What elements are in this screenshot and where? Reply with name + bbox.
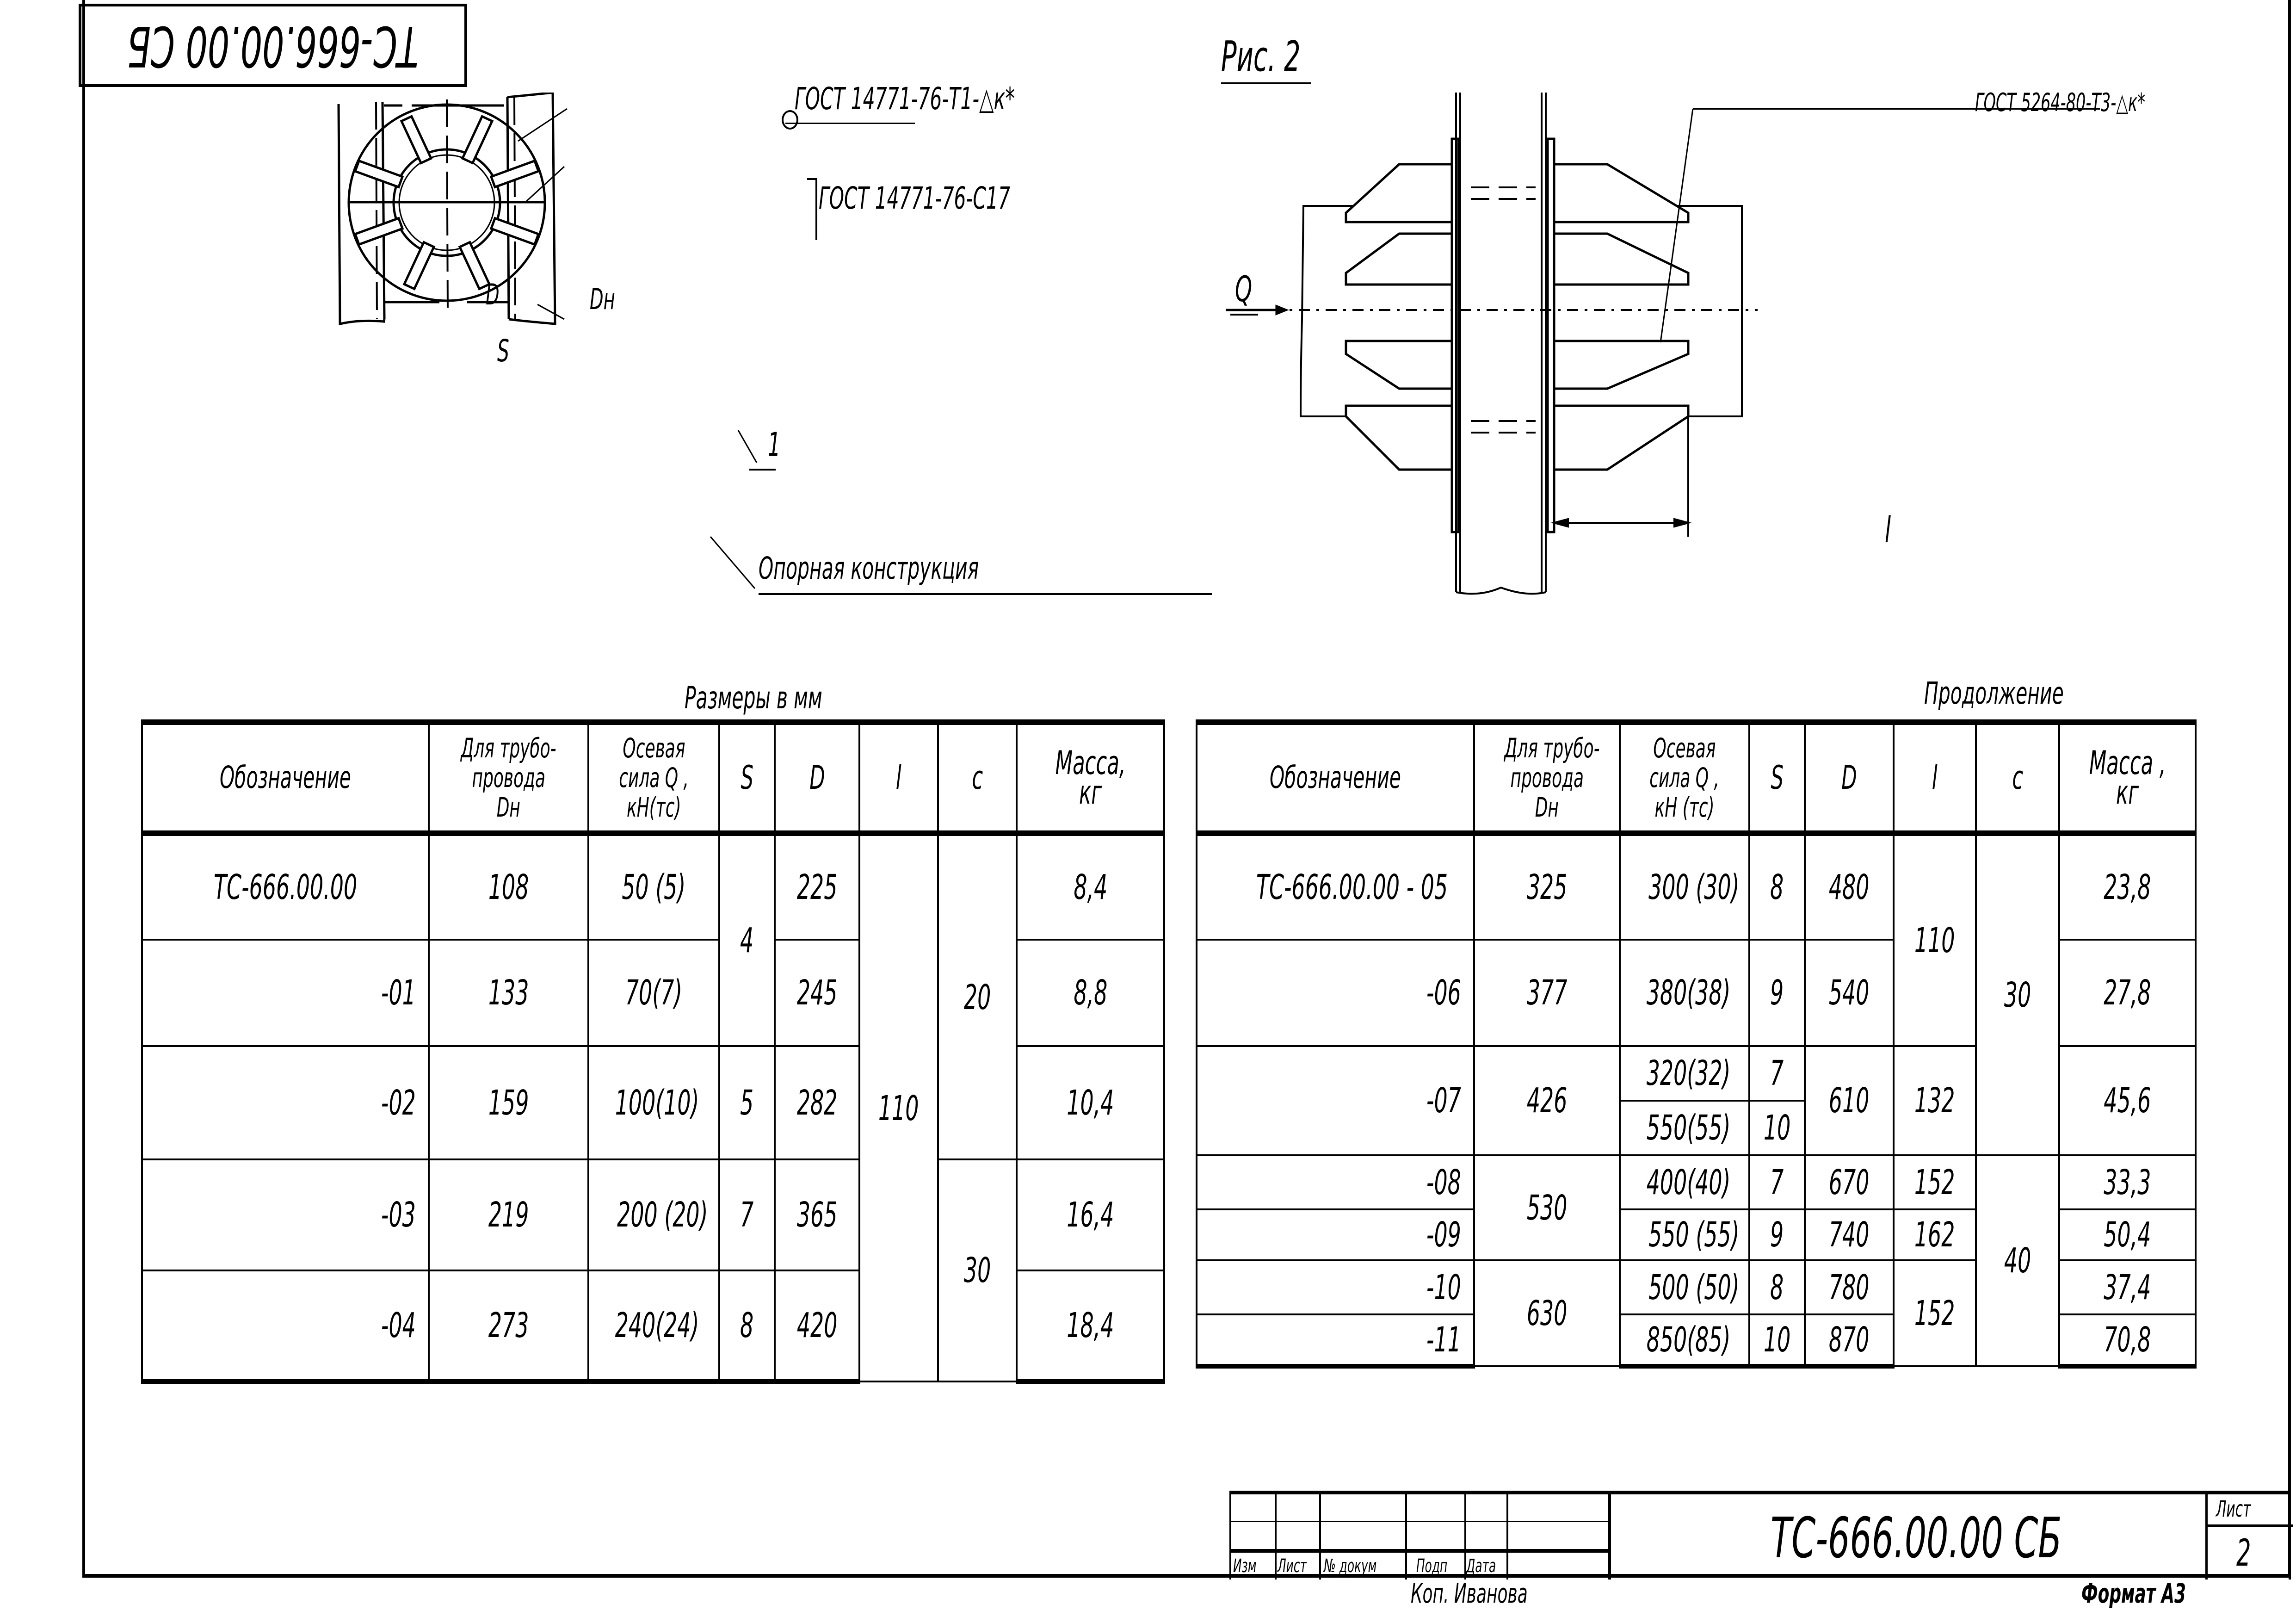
table-row: ТС-666.00.00 108 50 (5) 4 225 110 20 8,4 [141,832,1165,1382]
sheet-box: Лист 2 [2205,1494,2293,1580]
col-S: S [1748,719,1806,836]
callout-weld-seam: ГОСТ 14771-76-С17 [807,178,1128,240]
label-l: l [1885,509,1891,550]
format-label: Формат А3 [2081,1578,2186,1609]
weld-symbol-circle [782,110,798,130]
copied-by: Коп. Иванова [1411,1578,1528,1609]
col-mass: Масса ,кг [2058,719,2197,836]
drawing-frame [82,0,2291,1578]
col-designation: Обозначение [141,719,430,836]
side-view-drawing [1226,93,2100,595]
col-label-date: Дата [1466,1555,1496,1577]
table-row: -02 159 100(10) 5 282 10,4 [141,1045,1165,1160]
callout-support-structure: Опорная конструкция [759,551,1212,595]
rotated-stamp-text: ТС-666.00.00 СБ [127,13,419,78]
table-row: -09 550 (55) 9 740 162 50,4 [1196,1208,2197,1261]
label-Dn: Dн [590,282,615,316]
col-label-izm: Изм [1233,1555,1257,1577]
sheet-label: Лист [2216,1496,2251,1522]
table-left-caption: Размеры в мм [685,680,822,716]
table-row: 550(55) 10 [1197,1100,2196,1156]
col-label-signature: Подп [1416,1555,1448,1577]
title-block: Изм Лист № докум Подп Дата ТС-666.00.00 … [1229,1491,2293,1580]
table-row: -10 630 500 (50) 8 780 152 37,4 [1196,1259,2197,1367]
table-row: ТС-666.00.00 - 05 325 300 (30) 8 480 110… [1196,832,2197,1156]
col-label-list: Лист [1278,1555,1307,1577]
table-row: -11 850(85) 10 870 70,8 [1196,1313,2197,1369]
col-c: c [1975,719,2060,836]
revision-grid: Изм Лист № докум Подп Дата [1229,1494,1611,1580]
table-row: -03 219 200 (20) 7 365 30 16,4 [141,1158,1165,1382]
table-row: -04 273 240(24) 8 420 18,4 [141,1270,1165,1384]
support-leader [710,430,758,589]
table-right-caption: Продолжение [1924,675,2064,711]
col-label-doc-no: № докум [1324,1555,1377,1577]
col-D: D [1804,719,1895,836]
col-S: S [718,719,776,836]
callout-part-number: 1 [749,426,789,471]
document-code: ТС-666.00.00 СБ [1771,1506,2062,1571]
cross-section-drawing [337,93,568,326]
col-c: c [937,719,1018,836]
col-l: l [858,719,939,836]
callout-weld-right: ГОСТ 5264-80-Т3-△к* [1975,88,2145,117]
col-designation: Обозначение [1196,719,1475,836]
label-D: D [486,278,500,311]
table-row: -01 133 70(7) 245 8,8 [141,939,1165,1047]
figure-label: Рис. 2 [1221,32,1349,84]
table-row: -07 426 320(32) 7 610 132 45,6 [1196,1045,2197,1156]
table-row: -06 377 380(38) 9 540 27,8 [1196,939,2197,1047]
table-row: -08 530 400(40) 7 670 152 40 33,3 [1196,1154,2197,1367]
col-mass: Масса,кг [1016,719,1165,836]
col-l: l [1893,719,1977,836]
label-S: S [497,333,509,369]
label-Q: Q [1230,268,1263,316]
col-D: D [774,719,860,836]
sheet-number: 2 [2236,1531,2251,1574]
rotated-stamp: ТС-666.00.00 СБ [79,4,467,87]
callout-weld-top: ГОСТ 14771-76-Т1-△к* [785,81,1149,124]
